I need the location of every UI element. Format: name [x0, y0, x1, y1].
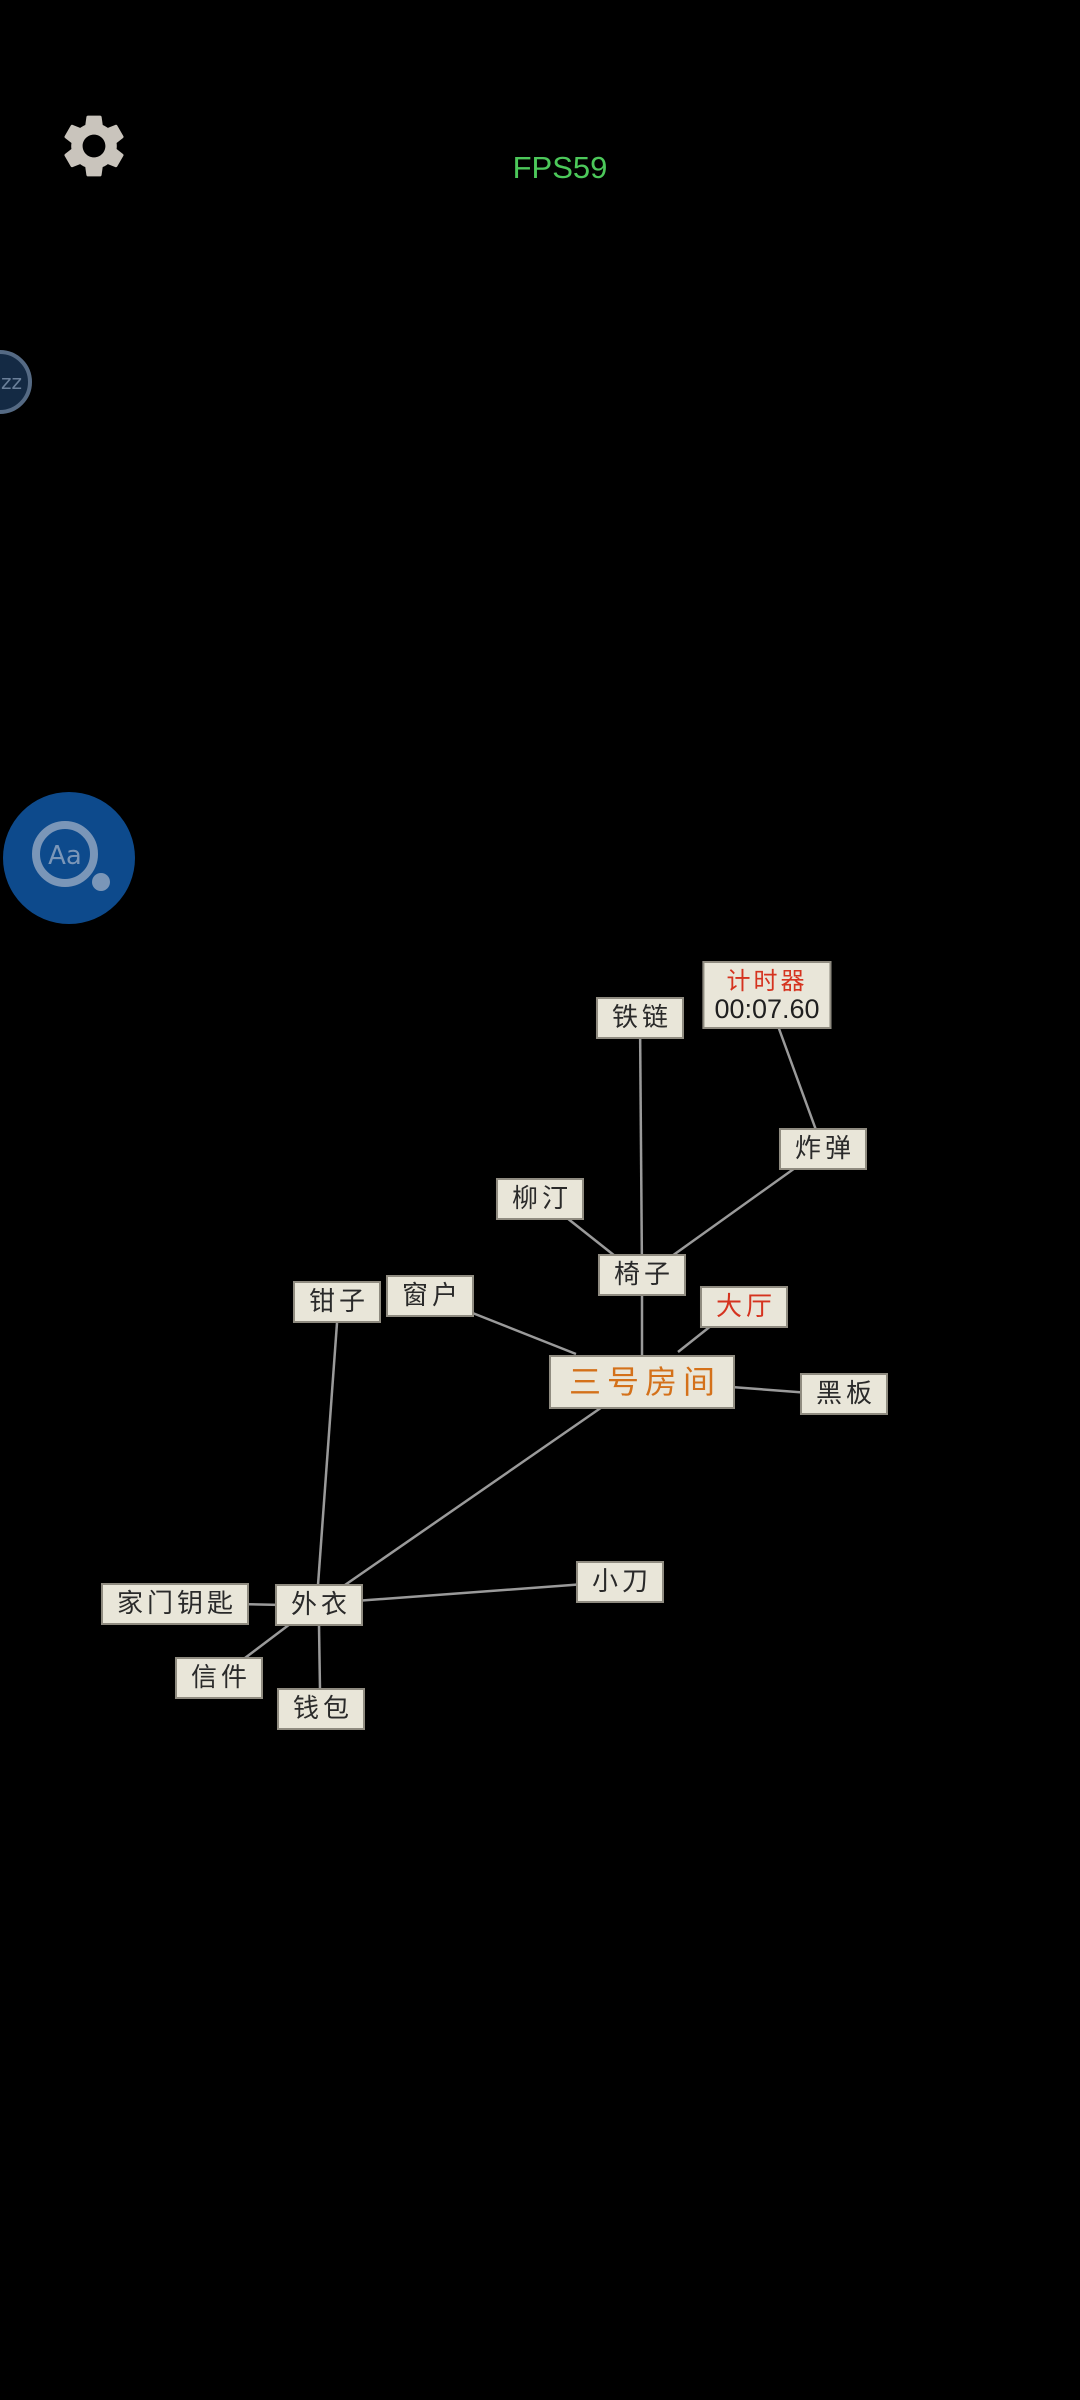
link-coat-knife — [354, 1582, 586, 1603]
link-bomb-chair — [671, 1166, 796, 1258]
node-letter[interactable]: 信件 — [174, 1657, 264, 1699]
timer-node[interactable]: 计时器 00:07.60 — [702, 961, 832, 1029]
node-wallet[interactable]: 钱包 — [276, 1688, 366, 1730]
node-home-key[interactable]: 家门钥匙 — [100, 1583, 250, 1625]
link-coat-wallet — [317, 1624, 322, 1691]
link-window-center — [464, 1308, 577, 1356]
fps-counter: FPS59 — [512, 150, 608, 185]
node-chair[interactable]: 椅子 — [597, 1254, 687, 1296]
link-coat-letter — [244, 1623, 291, 1659]
node-chain[interactable]: 铁链 — [595, 997, 685, 1039]
font-magnifier-icon: Aa — [32, 821, 110, 891]
link-timer-bomb — [776, 1025, 818, 1131]
link-pliers-coat — [316, 1322, 339, 1586]
font-tool-button[interactable]: Aa — [3, 792, 135, 924]
link-center-coat — [344, 1403, 606, 1587]
link-chain-chair — [638, 1017, 644, 1276]
node-knife[interactable]: 小刀 — [575, 1561, 665, 1603]
timer-value: 00:07.60 — [714, 994, 820, 1024]
node-blackboard[interactable]: 黑板 — [799, 1373, 889, 1415]
gear-icon[interactable] — [56, 108, 132, 184]
link-hall-center — [677, 1324, 713, 1353]
node-bomb[interactable]: 炸弹 — [778, 1128, 868, 1170]
node-willow[interactable]: 柳汀 — [495, 1178, 585, 1220]
svg-text:Aa: Aa — [48, 841, 82, 871]
node-pliers[interactable]: 钳子 — [292, 1281, 382, 1323]
link-willow-chair — [566, 1217, 616, 1257]
node-hall[interactable]: 大厅 — [699, 1286, 789, 1328]
node-coat[interactable]: 外衣 — [274, 1584, 364, 1626]
timer-label: 计时器 — [726, 967, 808, 995]
node-room-three[interactable]: 三号房间 — [548, 1355, 736, 1409]
node-window[interactable]: 窗户 — [385, 1275, 475, 1317]
